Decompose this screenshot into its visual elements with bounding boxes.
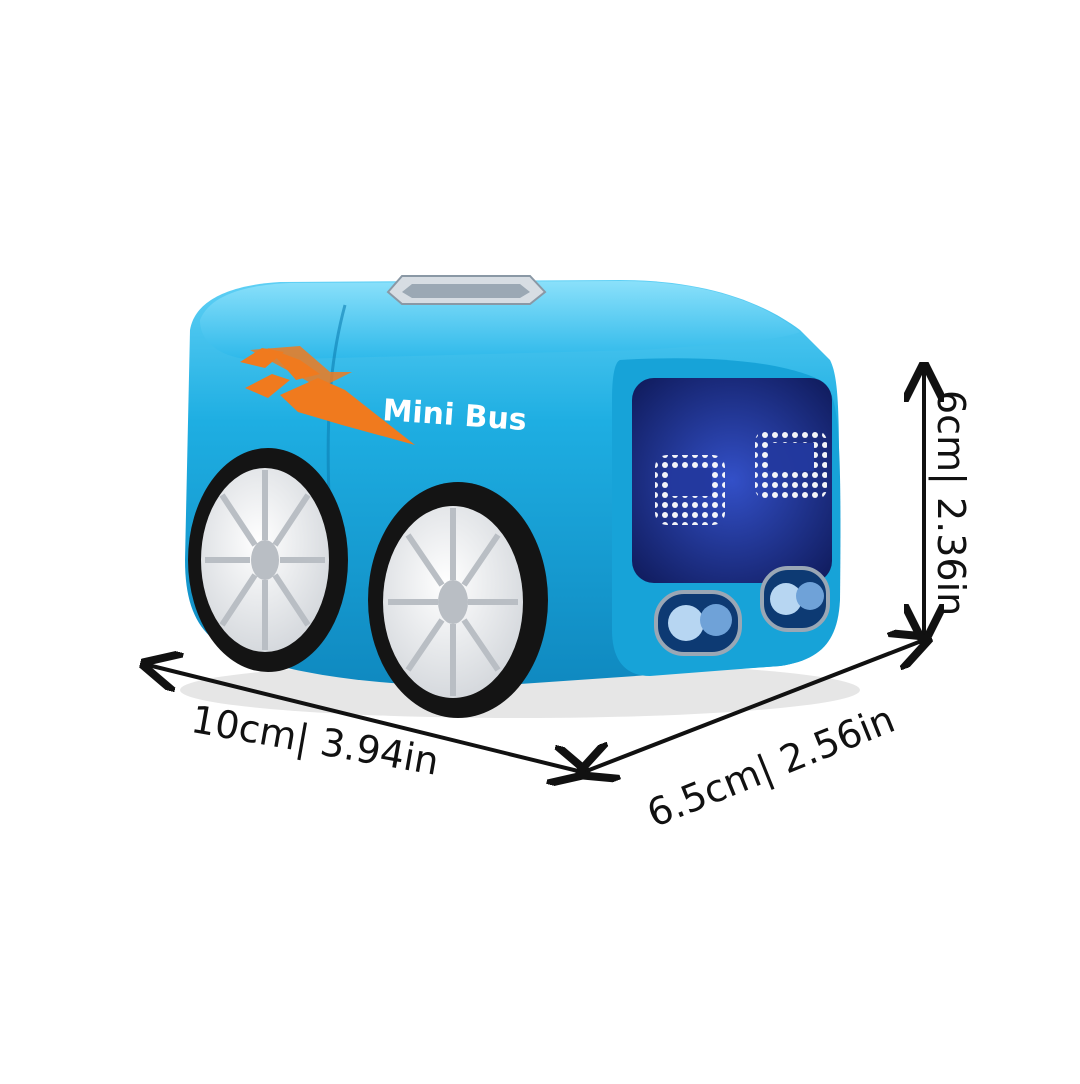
length-arrow-icon: [148, 665, 582, 772]
rear-wheel: [188, 448, 348, 672]
bus-roof: [200, 281, 800, 360]
front-wheel: [368, 482, 548, 718]
racing-stripes: [240, 346, 415, 445]
led-eyes: [655, 430, 827, 525]
led-face-screen: [632, 378, 832, 583]
width-arrow-icon: [584, 640, 924, 772]
height-label: 6cm| 2.36in: [929, 390, 973, 617]
roof-button: [386, 275, 547, 305]
